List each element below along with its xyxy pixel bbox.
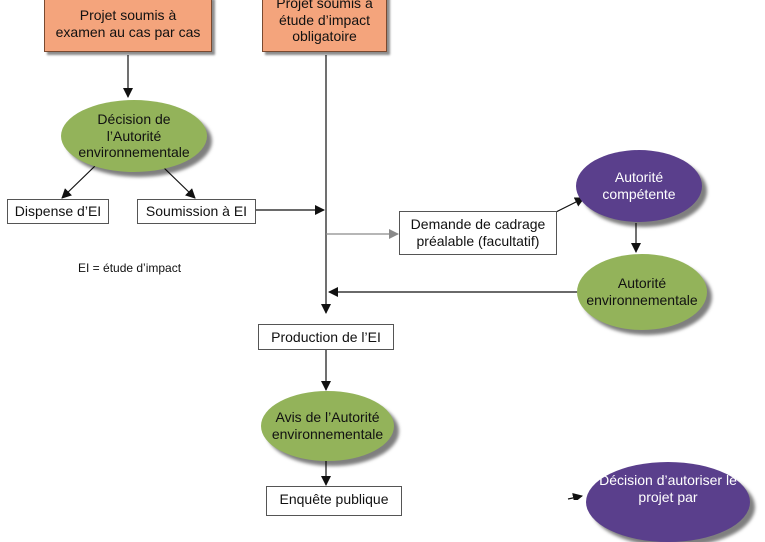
node-avis-ae: Avis de l’Autorité environnementale (261, 391, 394, 461)
node-avis-ae-label: Avis de l’Autorité environnementale (271, 409, 384, 442)
node-soumission: Soumission à EI (137, 199, 256, 224)
arrow-decision-to-soumission (161, 165, 196, 199)
arrow-cadrage-to-autorite-competente (555, 197, 585, 213)
node-decision-ae: Décision de l’Autorité environnementale (61, 100, 207, 172)
node-cadrage: Demande de cadrage préalable (facultatif… (399, 211, 557, 255)
legend-note: EI = étude d’impact (78, 261, 182, 275)
node-decision-autoriser-label: Décision d’autoriser le projet par (599, 472, 737, 505)
node-cadrage-label: Demande de cadrage préalable (facultatif… (410, 216, 546, 249)
arrow-decision-to-dispense (61, 165, 96, 199)
node-autorite-competente: Autorité compétente (576, 150, 702, 222)
node-dispense: Dispense d’EI (7, 199, 109, 224)
node-soumission-label: Soumission à EI (145, 203, 248, 220)
connector-layer (61, 55, 641, 500)
arrow-enquete-to-decision-autoriser (567, 492, 583, 500)
node-cas-par-cas: Projet soumis à examen au cas par cas (44, 0, 212, 52)
node-autorite-competente-label: Autorité compétente (602, 169, 676, 202)
node-enquete-label: Enquête publique (279, 491, 389, 507)
node-production-label: Production de l’EI (271, 328, 381, 345)
node-autorite-env-label: Autorité environnementale (586, 275, 698, 308)
node-etude-obligatoire: Projet soumis à étude d’impact obligatoi… (262, 0, 387, 52)
node-production: Production de l’EI (258, 324, 394, 350)
node-cas-par-cas-label: Projet soumis à examen au cas par cas (55, 7, 201, 40)
node-etude-obligatoire-label: Projet soumis à étude d’impact obligatoi… (276, 0, 373, 45)
node-decision-autoriser: Décision d’autoriser le projet par (586, 462, 750, 542)
node-dispense-label: Dispense d’EI (14, 203, 102, 220)
node-enquete: Enquête publique (266, 486, 402, 516)
node-autorite-env: Autorité environnementale (577, 254, 707, 330)
node-decision-ae-label: Décision de l’Autorité environnementale (78, 110, 190, 161)
